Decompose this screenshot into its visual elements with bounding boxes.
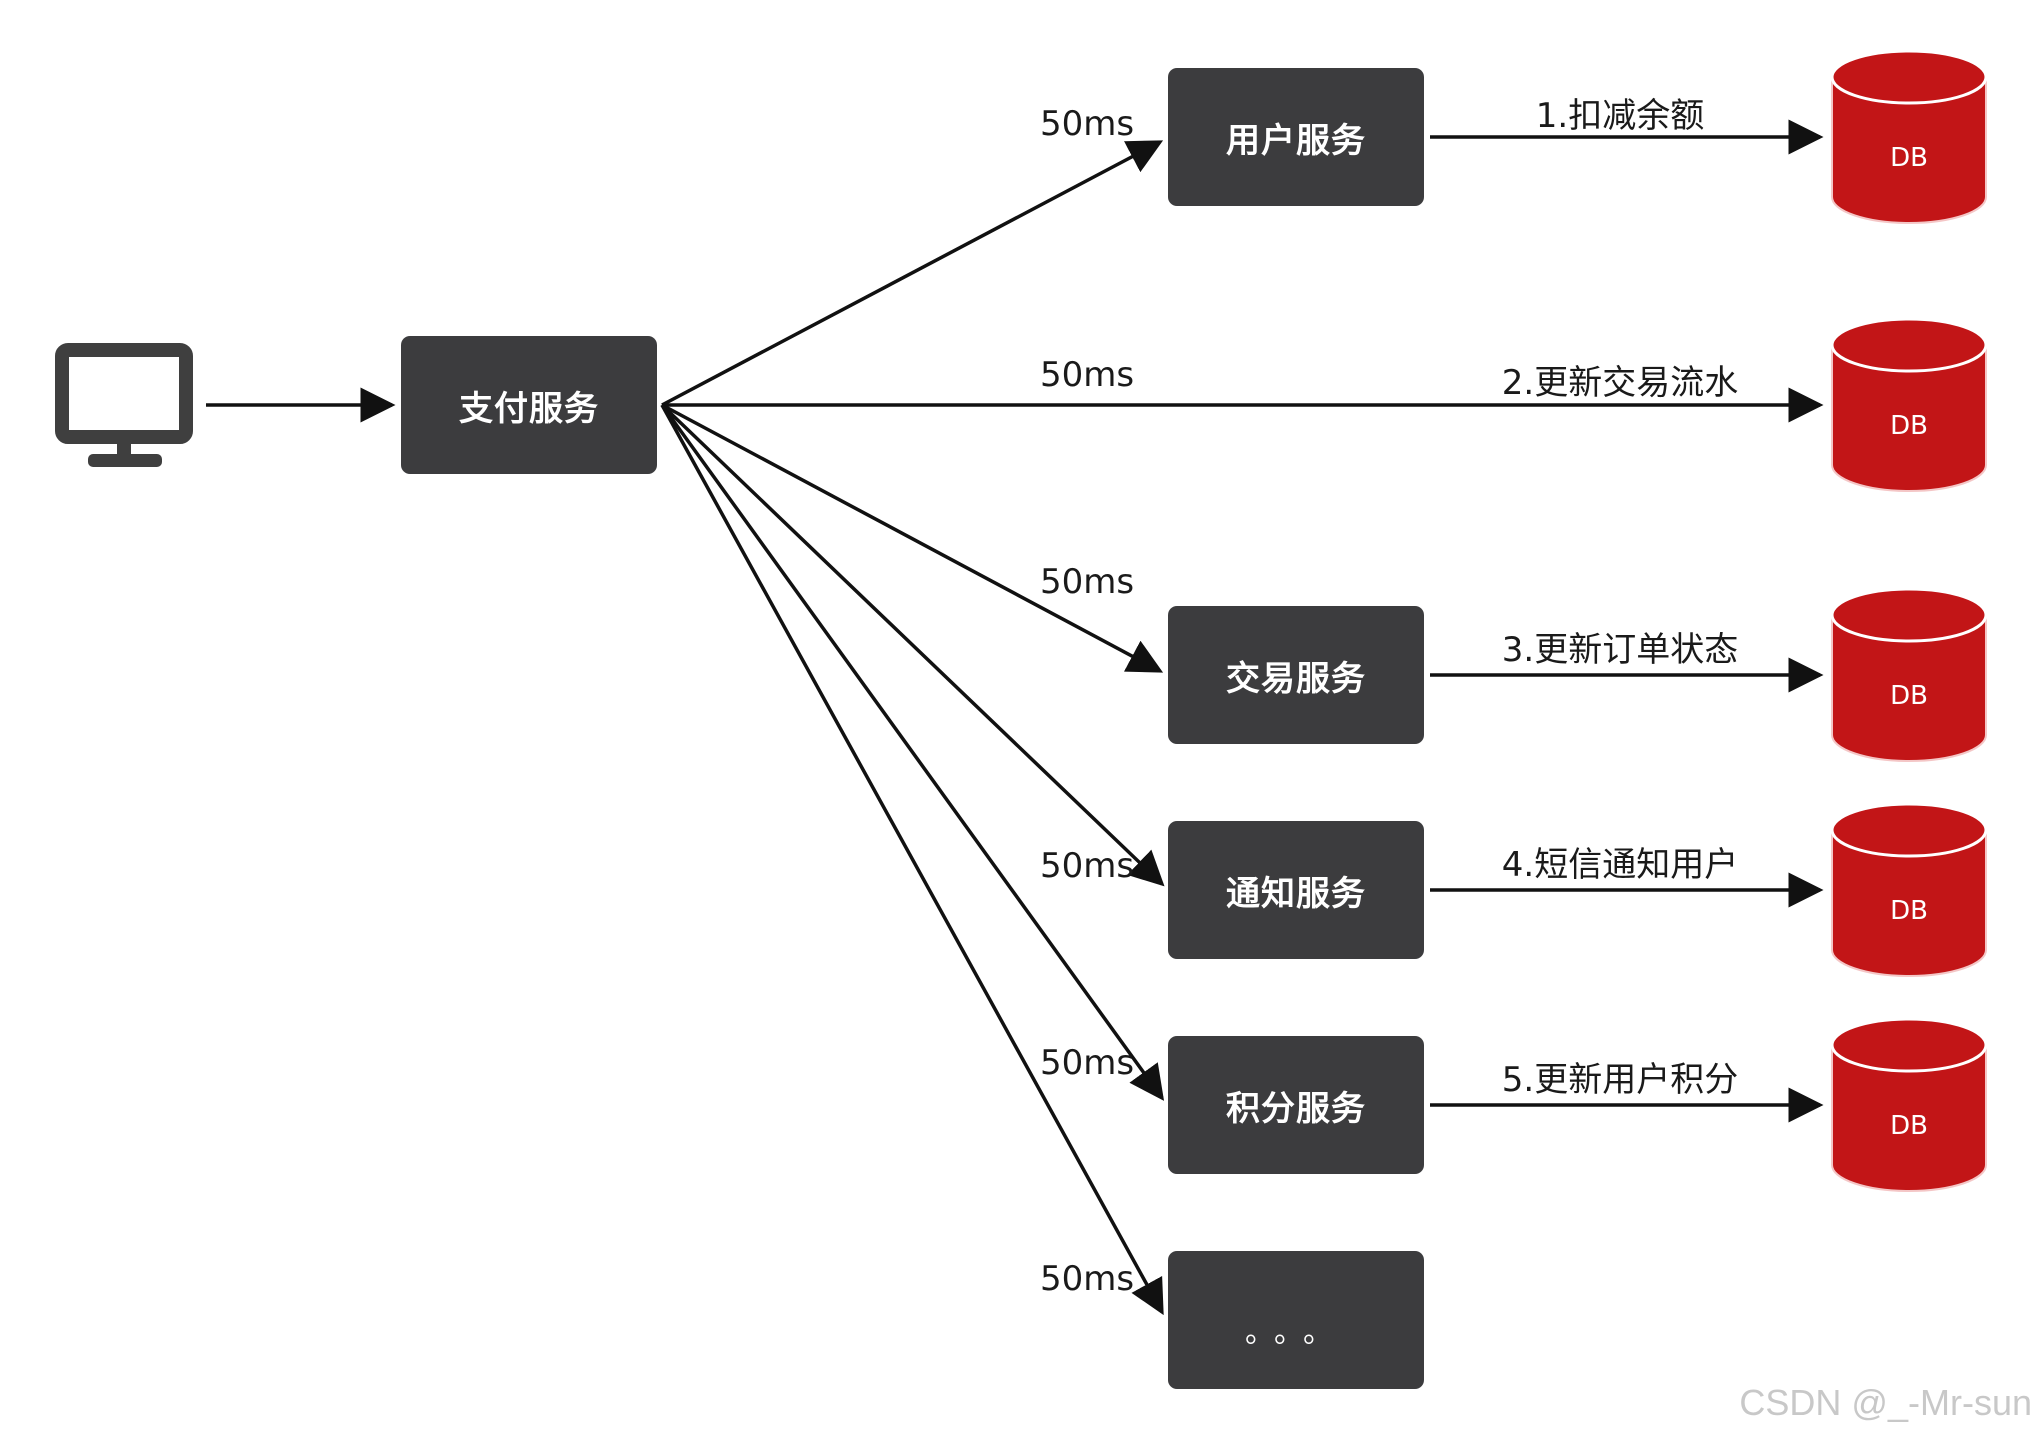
database-label: DB [1890, 143, 1928, 173]
database-cylinder[interactable]: DB [1830, 47, 1988, 227]
operation-label: 5.更新用户积分 [1501, 1060, 1739, 1100]
database-icon [1830, 587, 1988, 762]
operation-label: 2.更新交易流水 [1501, 363, 1739, 403]
arrow-payment-to-notify-service [660, 403, 1165, 887]
database-label: DB [1890, 681, 1928, 711]
database-icon [1830, 802, 1988, 977]
latency-label: 50ms [1040, 1043, 1135, 1083]
arrow-payment-to-trade-service [661, 403, 1164, 673]
points-service-label: 积分服务 [1226, 1088, 1366, 1129]
database-icon [1830, 49, 1988, 224]
user-service-label: 用户服务 [1226, 120, 1366, 161]
latency-label: 50ms [1040, 562, 1135, 602]
payment-service-label: 支付服务 [459, 388, 599, 429]
trade-service-label: 交易服务 [1226, 658, 1366, 699]
database-cylinder[interactable]: DB [1830, 585, 1988, 765]
latency-label: 50ms [1040, 1259, 1135, 1299]
user-service-box[interactable]: 用户服务 [1168, 68, 1424, 206]
monitor-icon[interactable] [55, 343, 193, 467]
database-cylinder[interactable]: DB [1830, 315, 1988, 495]
more-services-label: 。。。 [1245, 1315, 1347, 1350]
database-cylinder[interactable]: DB [1830, 800, 1988, 980]
operation-label: 3.更新订单状态 [1501, 630, 1739, 670]
arrow-payment-to-more-service [660, 404, 1164, 1316]
database-cylinder[interactable]: DB [1830, 1015, 1988, 1195]
operation-label: 4.短信通知用户 [1501, 845, 1739, 885]
arrow-payment-to-points-service [660, 403, 1165, 1101]
more-services-box[interactable]: 。。。 [1168, 1251, 1424, 1389]
trade-service-box[interactable]: 交易服务 [1168, 606, 1424, 744]
database-icon [1830, 317, 1988, 492]
points-service-box[interactable]: 积分服务 [1168, 1036, 1424, 1174]
database-label: DB [1890, 411, 1928, 441]
latency-label: 50ms [1040, 104, 1135, 144]
payment-service-box[interactable]: 支付服务 [401, 336, 657, 474]
latency-label: 50ms [1040, 355, 1135, 395]
database-label: DB [1890, 1111, 1928, 1141]
watermark: CSDN @_-Mr-sun [1739, 1382, 2032, 1423]
database-label: DB [1890, 896, 1928, 926]
notify-service-box[interactable]: 通知服务 [1168, 821, 1424, 959]
operation-label: 1.扣减余额 [1535, 96, 1705, 136]
arrow-payment-to-user-service [661, 140, 1164, 407]
latency-label: 50ms [1040, 846, 1135, 886]
database-icon [1830, 1017, 1988, 1192]
notify-service-label: 通知服务 [1226, 873, 1366, 914]
